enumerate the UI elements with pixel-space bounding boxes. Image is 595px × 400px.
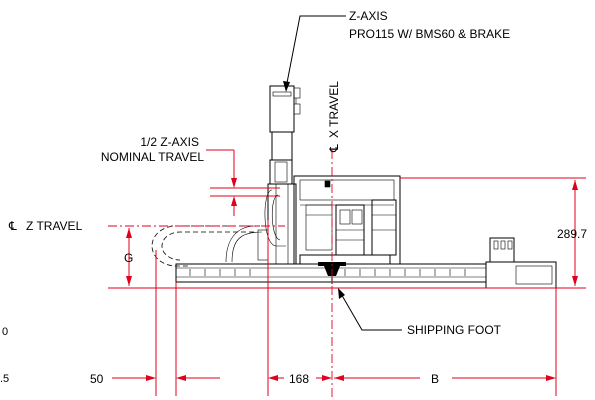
z-bellows: [269, 159, 293, 185]
z-motor: [271, 131, 293, 161]
half-travel-label-1: 1/2 Z-AXIS: [140, 135, 199, 149]
dim-50-label: 50: [90, 372, 104, 386]
x-motor-connector: [489, 237, 515, 263]
edge-fragment-1: 0: [2, 326, 8, 338]
x-travel-label: X TRAVEL: [327, 81, 341, 138]
dim-b-label: B: [431, 372, 439, 386]
edge-fragment-2: .5: [0, 373, 9, 385]
dim-168-label: 168: [289, 372, 309, 386]
gantry-assembly: [151, 85, 557, 289]
x-travel-symbol: ℄: [327, 144, 341, 153]
z-travel-symbol: ℄: [8, 219, 17, 233]
x-carriage: [293, 175, 401, 265]
half-travel-label-2: NOMINAL TRAVEL: [101, 150, 204, 164]
dimension-lines: [108, 149, 586, 398]
rail-hatching: [189, 269, 466, 276]
shipping-foot-label: SHIPPING FOOT: [407, 323, 502, 337]
z-travel-label: Z TRAVEL: [26, 219, 83, 233]
g-dimension-label: G: [124, 251, 133, 265]
z-axis-title: Z-AXIS: [349, 9, 388, 23]
z-axis-model: PRO115 W/ BMS60 & BRAKE: [349, 27, 510, 41]
leader-lines: [283, 15, 402, 331]
height-dimension-label: 289.7: [557, 227, 587, 241]
cable-carrier-left: [151, 225, 260, 267]
z-motor-top: [269, 85, 295, 133]
